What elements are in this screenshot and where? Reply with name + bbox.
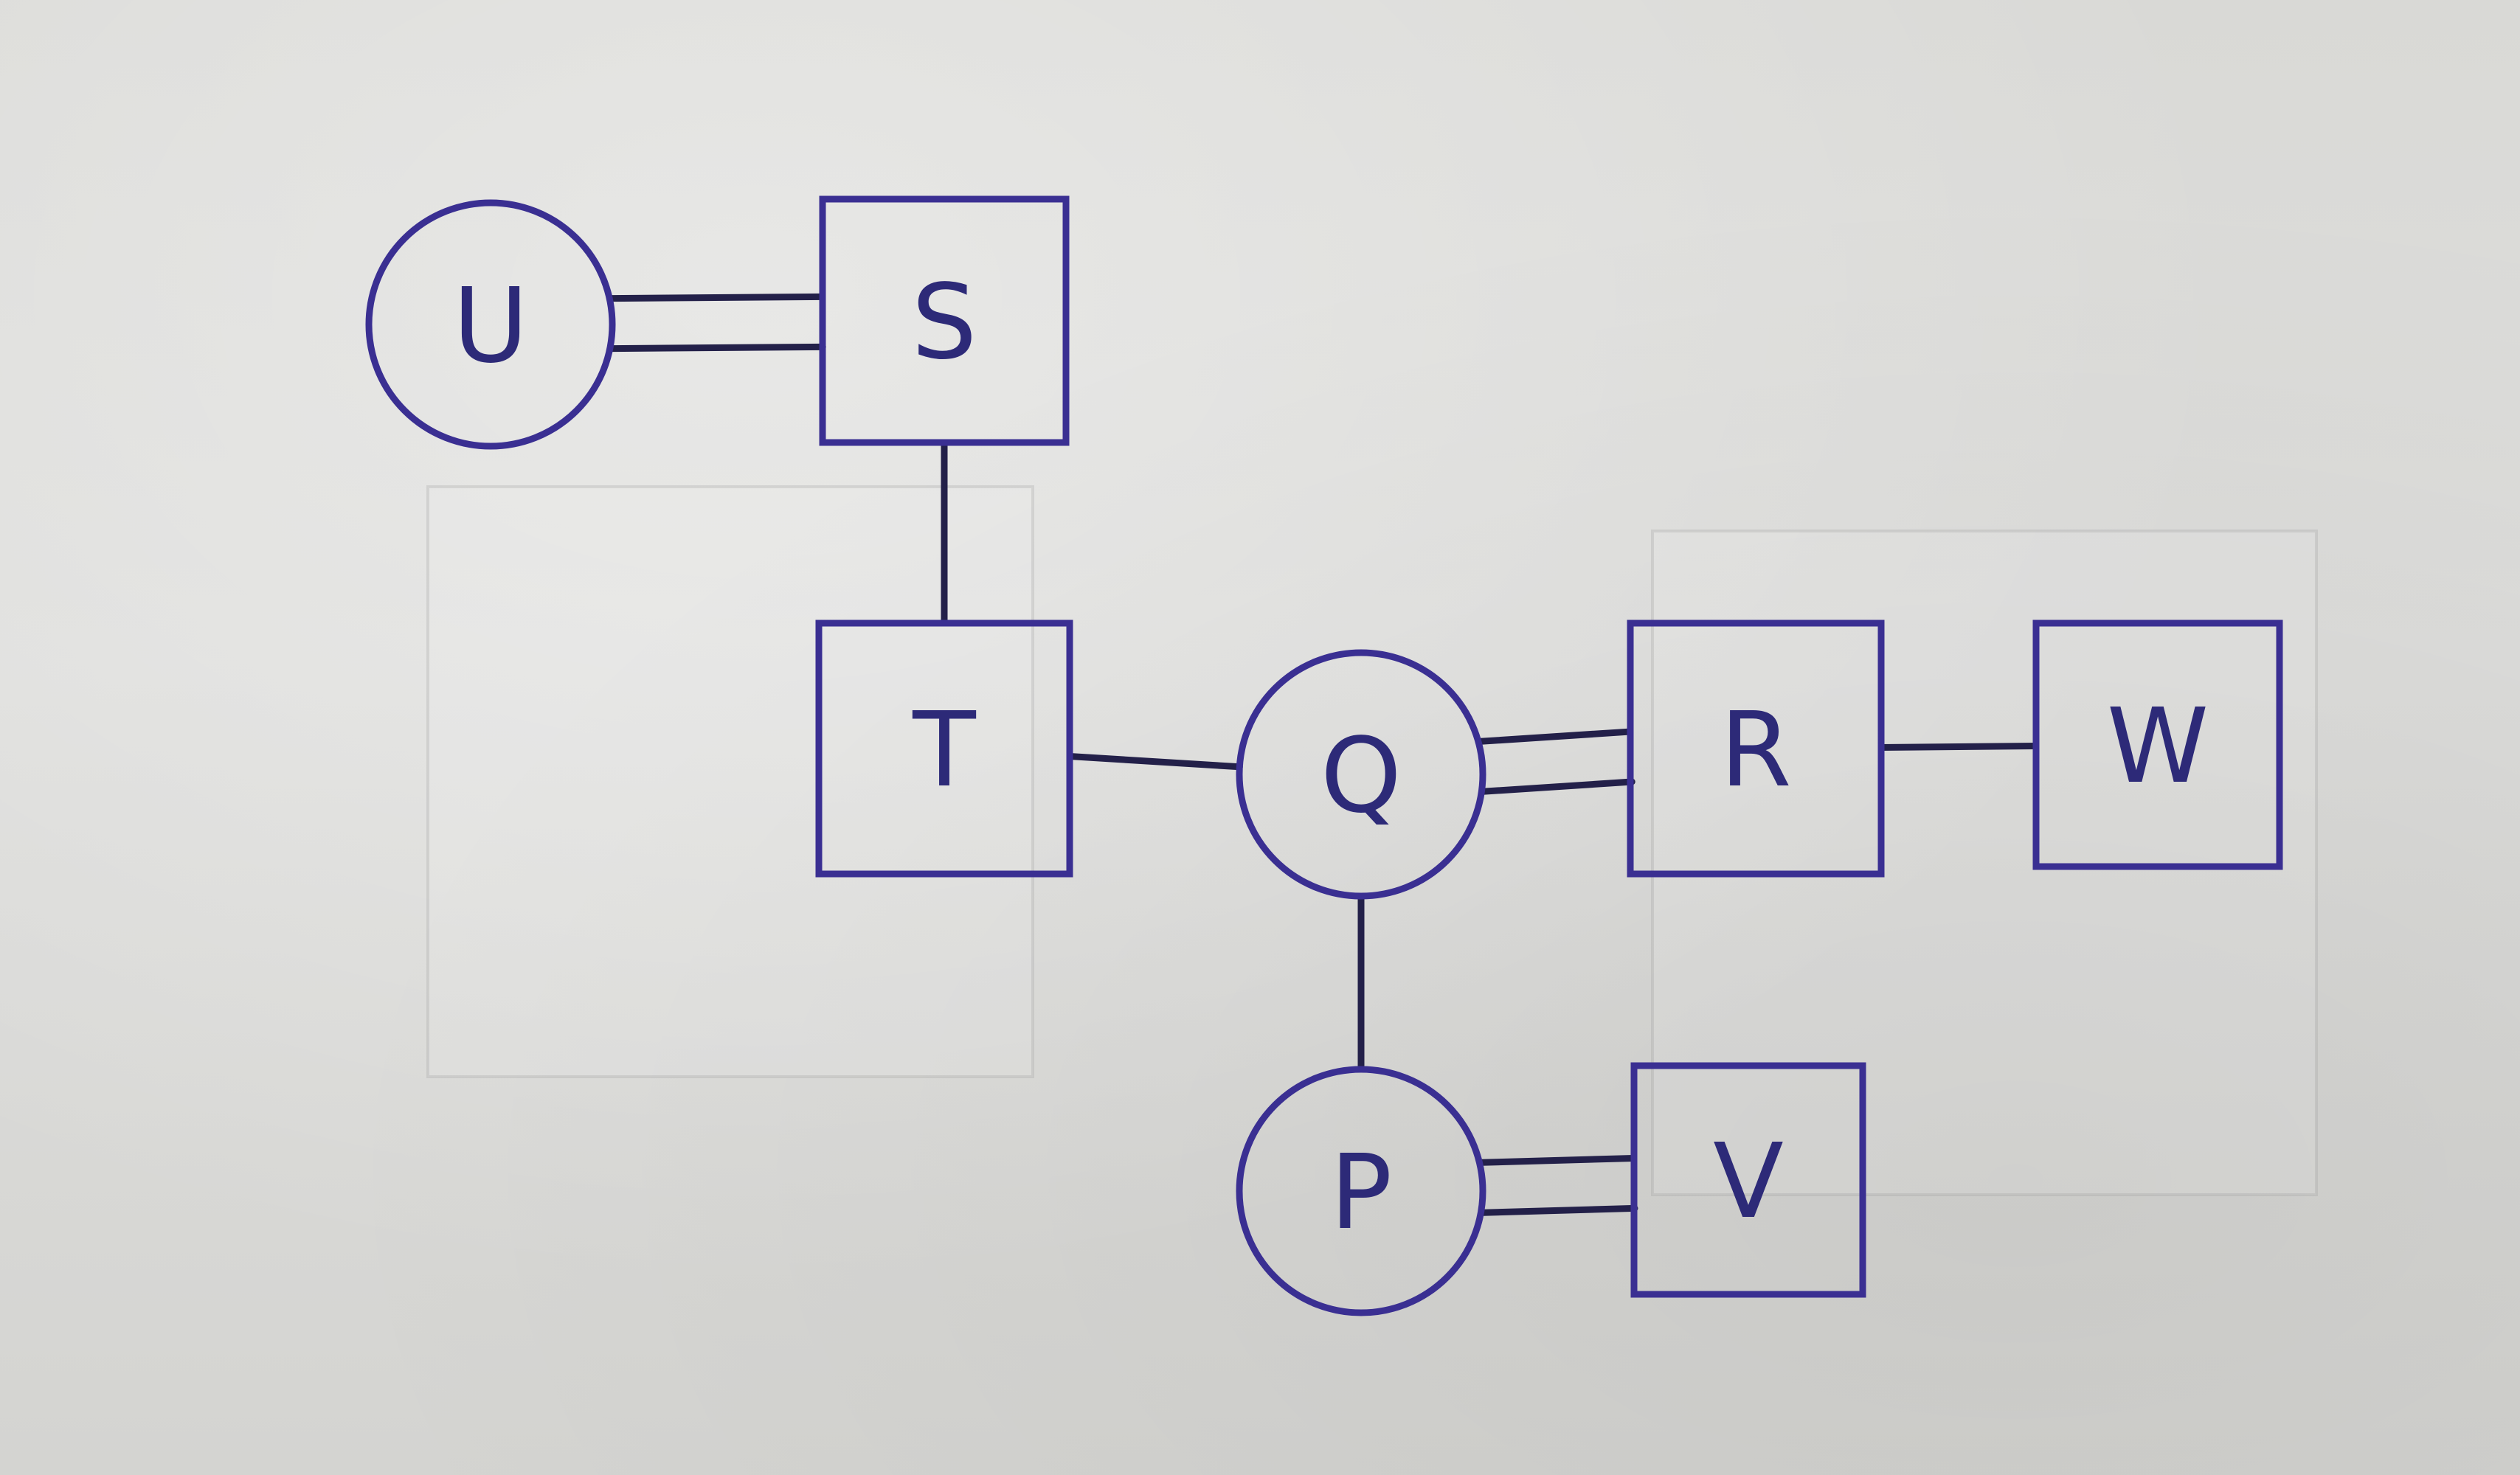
edge-u-s: [609, 293, 826, 302]
node-square: [815, 620, 1073, 878]
node-q: Q: [1236, 649, 1486, 900]
node-square: [2032, 620, 2283, 870]
node-circle: [365, 199, 616, 450]
node-square: [819, 195, 1070, 446]
node-label: Q: [1320, 716, 1402, 836]
edge-p-v: [1478, 1154, 1637, 1166]
edges-layer: [609, 293, 2040, 1216]
faint-paper-mark: [1651, 530, 2318, 1196]
edge-t-q: [1066, 753, 1243, 771]
node-s: S: [819, 195, 1070, 446]
node-t: T: [815, 620, 1073, 878]
edge-q-r: [1477, 728, 1633, 745]
node-label: S: [912, 263, 977, 383]
node-circle: [1236, 1066, 1486, 1316]
edge-p-v: [1480, 1204, 1638, 1216]
node-label: P: [1330, 1133, 1392, 1253]
node-v: V: [1630, 1062, 1866, 1298]
node-label: U: [453, 266, 528, 386]
edge-u-s: [609, 343, 826, 353]
node-label: T: [912, 690, 976, 811]
node-square: [1630, 1062, 1866, 1298]
nodes-layer: U S T Q R W P V: [365, 195, 2283, 1316]
faint-paper-mark: [426, 485, 1034, 1078]
edge-r-w: [1877, 743, 2040, 751]
node-u: U: [365, 199, 616, 450]
node-label: V: [1713, 1122, 1784, 1242]
node-r: R: [1627, 620, 1885, 878]
node-label: R: [1720, 690, 1791, 811]
node-p: P: [1236, 1066, 1486, 1316]
edge-q-r: [1481, 778, 1635, 795]
node-w: W: [2032, 620, 2283, 870]
node-label: W: [2107, 687, 2209, 807]
node-square: [1627, 620, 1885, 878]
node-circle: [1236, 649, 1486, 900]
